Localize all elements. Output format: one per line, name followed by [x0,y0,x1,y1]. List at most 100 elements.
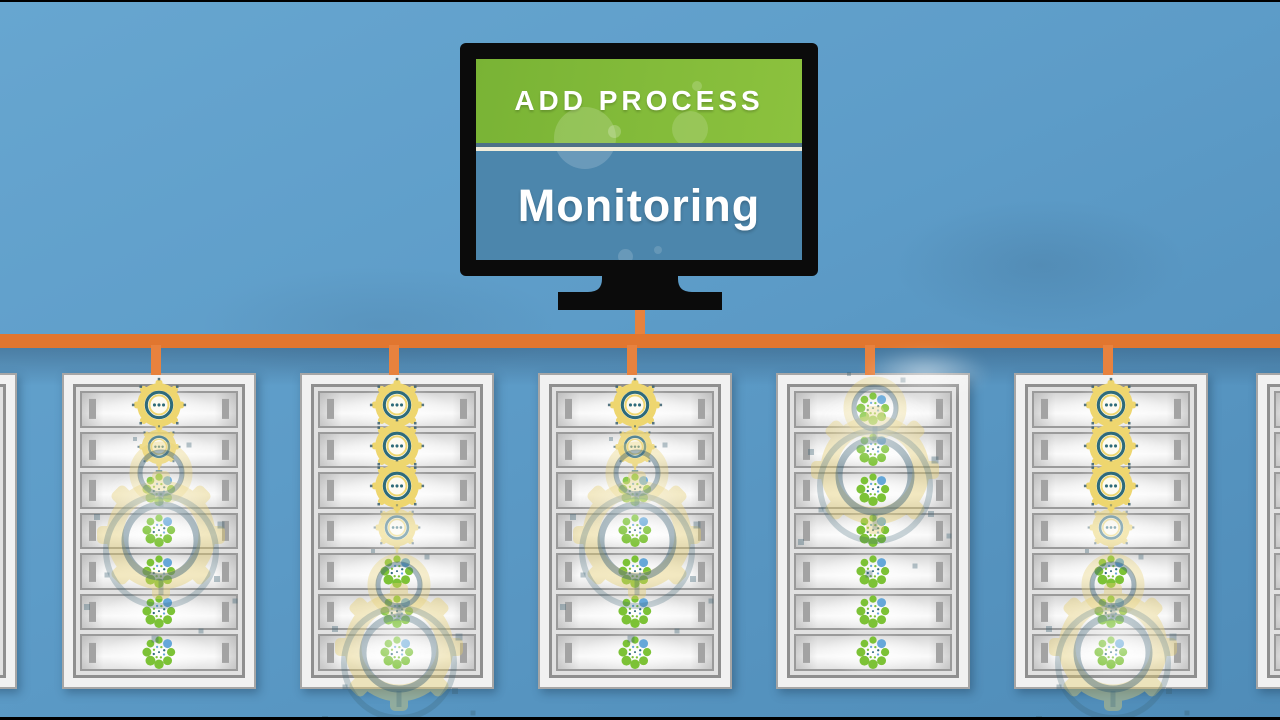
screen-divider [476,147,802,151]
slot-handle-right [936,602,943,623]
slot-handle-right [460,480,467,501]
rack-slot [1274,512,1280,550]
slot-handle-left [89,561,96,582]
slot-handle-right [1174,399,1181,420]
monitor-cable [635,304,645,336]
slot-handle-right [1174,439,1181,460]
slot-handle-right [222,602,229,623]
rack-partial-left [0,373,17,689]
slot-handle-right [222,480,229,501]
process-cluster-icon [142,636,176,669]
slot-handle-left [803,520,810,542]
rack-frame [1025,384,1197,678]
rack-partial-right [1256,373,1280,689]
slot-handle-left [1041,520,1048,542]
rack-slots [76,387,242,675]
slot-handle-left [803,642,810,663]
process-cluster-icon [1094,636,1128,669]
slot-handle-right [1174,480,1181,501]
rack-slot [1032,634,1190,672]
screen-subtitle: Monitoring [517,179,761,231]
slot-handle-right [222,439,229,460]
slot-handle-left [327,399,334,420]
rack-slot [556,634,714,672]
slot-handle-left [803,561,810,582]
slot-handle-left [327,520,334,542]
letterbox-top [0,0,1280,2]
slot-handle-left [89,520,96,542]
slot-handle-right [1174,561,1181,582]
slot-handle-right [222,561,229,582]
monitor-stand [558,274,722,310]
slot-handle-right [460,399,467,420]
rack-slots [790,387,956,675]
network-cable [151,345,161,375]
slot-handle-left [803,439,810,460]
slot-handle-left [803,480,810,501]
slot-handle-left [565,561,572,582]
rack-slot [1274,391,1280,428]
slot-handle-left [1041,561,1048,582]
slot-handle-left [1041,602,1048,623]
slot-handle-left [565,642,572,663]
rack-slot [318,634,476,672]
slot-handle-right [698,561,705,582]
monitoring-console: ADD PROCESS Monitoring [460,43,818,276]
slot-handle-left [1041,642,1048,663]
slot-handle-left [327,642,334,663]
network-cable [627,345,637,375]
slot-handle-right [460,602,467,623]
slot-handle-right [1174,602,1181,623]
slot-handle-left [565,520,572,542]
slot-handle-right [1174,520,1181,542]
decorative-bubble [608,125,621,138]
slot-handle-left [327,480,334,501]
slot-handle-right [698,480,705,501]
slot-handle-left [565,439,572,460]
screen-header: ADD PROCESS [476,59,802,169]
monitor-screen: ADD PROCESS Monitoring [476,59,802,260]
rack-frame [0,384,6,678]
rack-slots [1028,387,1194,675]
rack-frame [73,384,245,678]
slot-handle-right [936,439,943,460]
rack-slot [1274,593,1280,631]
rack-frame [787,384,959,678]
rack-slots [0,387,3,675]
rack-slot [1274,472,1280,509]
rack-4 [776,345,970,689]
slot-handle-right [222,399,229,420]
process-cluster-icon [380,636,414,669]
slot-handle-right [460,520,467,542]
slot-handle-left [327,439,334,460]
process-cluster-icon [618,636,652,669]
slot-handle-right [936,520,943,542]
rack-frame [1267,384,1280,678]
rack-slot [1274,634,1280,672]
slot-handle-left [565,480,572,501]
decorative-bubble [618,249,633,260]
screen-title: ADD PROCESS [514,85,764,116]
slot-handle-left [89,642,96,663]
rack-slot [1274,553,1280,590]
rack-slots [552,387,718,675]
decorative-bubble [654,246,662,254]
slot-handle-left [1041,439,1048,460]
network-cable [865,345,875,375]
rack-slots [314,387,480,675]
slot-handle-right [460,642,467,663]
screen-divider-shadow [476,143,802,147]
letterbox-bottom [0,717,1280,720]
rack-5 [1014,345,1208,689]
slot-handle-left [89,480,96,501]
rack-slot [1274,431,1280,469]
rack-1 [62,345,256,689]
slot-handle-left [1041,480,1048,501]
rack-slot [794,634,952,672]
slot-handle-right [698,602,705,623]
slot-handle-right [698,642,705,663]
slot-handle-right [936,642,943,663]
slot-handle-right [222,520,229,542]
slot-handle-right [698,520,705,542]
